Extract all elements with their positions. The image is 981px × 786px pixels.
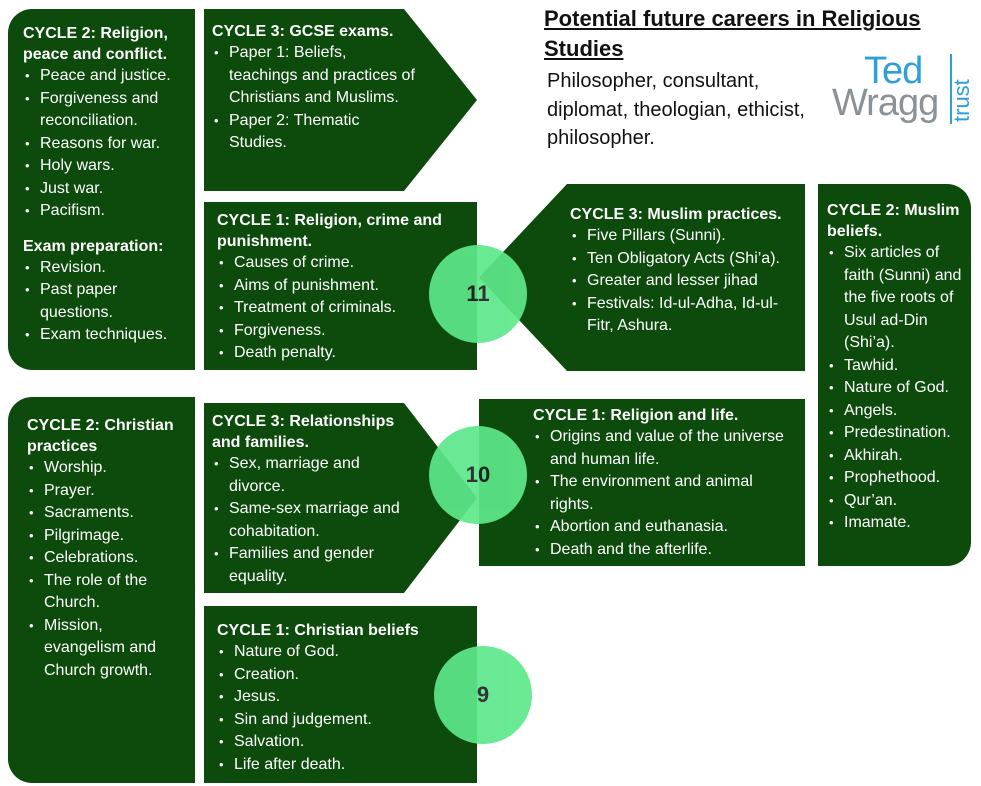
- relationships-list: Sex, marriage and divorce. Same-sex marr…: [212, 453, 417, 588]
- christian-practices-list: Worship. Prayer. Sacraments. Pilgrimage.…: [27, 457, 187, 682]
- ted-wragg-trust-logo: Ted Wragg trust: [830, 52, 975, 132]
- logo-wragg: Wragg: [832, 82, 939, 124]
- list-item: Angels.: [827, 400, 965, 423]
- list-item: Paper 1: Beliefs, teachings and practice…: [212, 42, 417, 110]
- careers-title: Potential future careers in Religious St…: [544, 6, 921, 61]
- list-item: Nature of God.: [217, 641, 465, 664]
- list-item: Tawhid.: [827, 355, 965, 378]
- list-item: Salvation.: [217, 731, 465, 754]
- exam-prep-list: Revision. Past paper questions. Exam tec…: [23, 257, 187, 347]
- peace-conflict-title: CYCLE 2: Religion, peace and conflict.: [23, 25, 168, 63]
- list-item: Abortion and euthanasia.: [533, 516, 791, 539]
- list-item: Mission, evangelism and Church growth.: [27, 615, 187, 683]
- list-item: Peace and justice.: [23, 65, 187, 88]
- christian-practices-title: CYCLE 2: Christian practices: [27, 417, 174, 455]
- list-item: Creation.: [217, 664, 465, 687]
- peace-conflict-box: CYCLE 2: Religion, peace and conflict. P…: [8, 9, 195, 370]
- list-item: Jesus.: [217, 686, 465, 709]
- religion-life-box: CYCLE 1: Religion and life. Origins and …: [479, 399, 805, 566]
- relationships-title: CYCLE 3: Relationships and families.: [212, 413, 395, 451]
- svg-text:trust: trust: [949, 79, 974, 122]
- list-item: Aims of punishment.: [217, 275, 465, 298]
- list-item: Paper 2: Thematic Studies.: [212, 110, 417, 155]
- year-11-circle: 11: [429, 245, 527, 343]
- careers-list: Philosopher, consultant, diplomat, theol…: [547, 70, 805, 149]
- crime-punishment-title: CYCLE 1: Religion, crime and punishment.: [217, 212, 442, 250]
- list-item: Revision.: [23, 257, 187, 280]
- list-item: Sin and judgement.: [217, 709, 465, 732]
- religion-life-list: Origins and value of the universe and hu…: [533, 426, 791, 561]
- list-item: The environment and animal rights.: [533, 471, 791, 516]
- peace-conflict-list: Peace and justice. Forgiveness and recon…: [23, 65, 187, 223]
- list-item: Families and gender equality.: [212, 543, 417, 588]
- muslim-practices-box: CYCLE 3: Muslim practices. Five Pillars …: [479, 184, 805, 371]
- list-item: Prayer.: [27, 480, 187, 503]
- list-item: Life after death.: [217, 754, 465, 777]
- logo-ted: Ted: [864, 50, 923, 92]
- muslim-beliefs-list: Six articles of faith (Sunni) and the fi…: [827, 242, 965, 535]
- muslim-beliefs-box: CYCLE 2: Muslim beliefs. Six articles of…: [818, 184, 971, 566]
- logo-trust: trust: [949, 54, 974, 124]
- year-10-circle: 10: [429, 426, 527, 524]
- list-item: Pacifism.: [23, 200, 187, 223]
- list-item: Death penalty.: [217, 342, 465, 365]
- list-item: Akhirah.: [827, 445, 965, 468]
- list-item: Qur’an.: [827, 490, 965, 513]
- christian-beliefs-title: CYCLE 1: Christian beliefs: [217, 622, 419, 639]
- crime-punishment-list: Causes of crime. Aims of punishment. Tre…: [217, 252, 465, 365]
- list-item: Holy wars.: [23, 155, 187, 178]
- list-item: Forgiveness and reconciliation.: [23, 88, 187, 133]
- list-item: Festivals: Id-ul-Adha, Id-ul-Fitr, Ashur…: [570, 293, 795, 338]
- list-item: Death and the afterlife.: [533, 539, 791, 562]
- list-item: Nature of God.: [827, 377, 965, 400]
- list-item: Reasons for war.: [23, 133, 187, 156]
- list-item: Pilgrimage.: [27, 525, 187, 548]
- list-item: Origins and value of the universe and hu…: [533, 426, 791, 471]
- christian-practices-box: CYCLE 2: Christian practices Worship. Pr…: [8, 397, 195, 783]
- christian-beliefs-list: Nature of God. Creation. Jesus. Sin and …: [217, 641, 465, 776]
- exam-prep-title: Exam preparation:: [23, 237, 164, 255]
- list-item: The role of the Church.: [27, 570, 187, 615]
- list-item: Prophethood.: [827, 467, 965, 490]
- list-item: Forgiveness.: [217, 320, 465, 343]
- muslim-practices-title: CYCLE 3: Muslim practices.: [570, 206, 782, 223]
- gcse-exams-box: CYCLE 3: GCSE exams. Paper 1: Beliefs, t…: [204, 9, 477, 191]
- list-item: Five Pillars (Sunni).: [570, 225, 795, 248]
- list-item: Sacraments.: [27, 502, 187, 525]
- list-item: Sex, marriage and divorce.: [212, 453, 417, 498]
- list-item: Past paper questions.: [23, 279, 187, 324]
- muslim-practices-list: Five Pillars (Sunni). Ten Obligatory Act…: [570, 225, 795, 338]
- list-item: Same-sex marriage and cohabitation.: [212, 498, 417, 543]
- year-9-circle: 9: [434, 646, 532, 744]
- list-item: Treatment of criminals.: [217, 297, 465, 320]
- list-item: Ten Obligatory Acts (Shi’a).: [570, 248, 795, 271]
- list-item: Six articles of faith (Sunni) and the fi…: [827, 242, 965, 355]
- gcse-exams-title: CYCLE 3: GCSE exams.: [212, 23, 394, 40]
- list-item: Imamate.: [827, 512, 965, 535]
- list-item: Just war.: [23, 178, 187, 201]
- list-item: Celebrations.: [27, 547, 187, 570]
- muslim-beliefs-title: CYCLE 2: Muslim beliefs.: [827, 202, 960, 240]
- list-item: Worship.: [27, 457, 187, 480]
- list-item: Greater and lesser jihad: [570, 270, 795, 293]
- list-item: Causes of crime.: [217, 252, 465, 275]
- list-item: Predestination.: [827, 422, 965, 445]
- religion-life-title: CYCLE 1: Religion and life.: [533, 407, 739, 424]
- list-item: Exam techniques.: [23, 324, 187, 347]
- gcse-exams-list: Paper 1: Beliefs, teachings and practice…: [212, 42, 417, 155]
- christian-beliefs-box: CYCLE 1: Christian beliefs Nature of God…: [204, 606, 477, 783]
